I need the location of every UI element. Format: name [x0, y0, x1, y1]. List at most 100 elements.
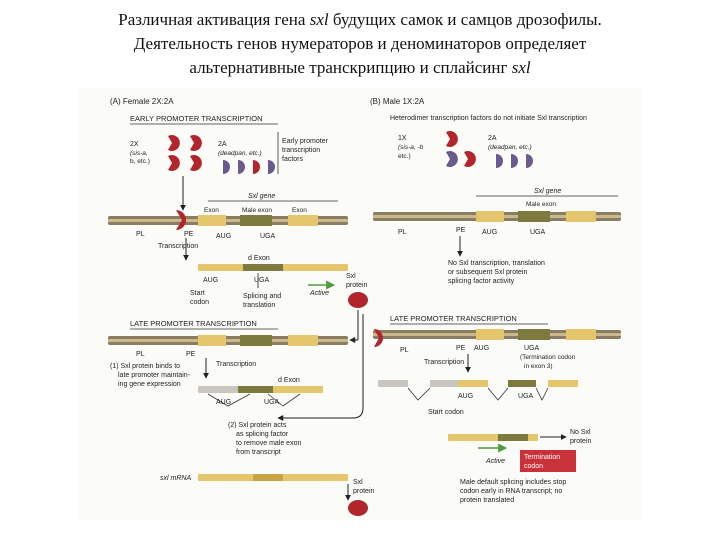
- panel-a-2a-genes: (deadpan, etc.): [218, 150, 262, 157]
- panel-b-late-dna: [373, 329, 621, 347]
- panel-a-label-2x: 2X: [130, 141, 139, 148]
- panel-b-mrna: [378, 380, 578, 387]
- termination-codon-box: Termination codon: [520, 450, 576, 472]
- panel-b-pl-2: PL: [400, 347, 409, 354]
- panel-b-final-mrna: [448, 434, 538, 441]
- transcription-label-2: Transcription: [216, 361, 256, 368]
- title-line-2: Деятельность генов нумераторов и деномин…: [133, 34, 587, 53]
- pl-label-2: PL: [136, 351, 145, 358]
- step1-line-3: ing gene expression: [118, 381, 181, 388]
- active-label: Active: [309, 290, 329, 297]
- step2-line-2: as splicing factor: [236, 431, 289, 438]
- polymerase-icon: [176, 210, 186, 230]
- panel-b-dna-strand: [373, 211, 621, 222]
- sxl-protein-label-1: Sxl: [346, 273, 356, 280]
- uga-label-3: UGA: [264, 399, 280, 406]
- start-codon-1: Start: [190, 290, 205, 297]
- panel-b-1x-genes-2: etc.): [398, 153, 411, 160]
- panel-b-active: Active: [485, 458, 505, 465]
- panel-b-pe: PE: [456, 227, 466, 234]
- sxl-protein-icon-2: [348, 500, 368, 516]
- panel-b-1x-genes: (sis-a, -b: [398, 144, 424, 151]
- panel-b-start-codon: Start codon: [428, 409, 464, 416]
- panel-a-dna-strand: [108, 210, 348, 230]
- termination-note-1: (Termination codon: [520, 354, 576, 361]
- panel-a-female: (A) Female 2X:2A EARLY PROMOTER TRANSCRI…: [108, 97, 375, 516]
- exon-label-right: Exon: [292, 207, 307, 214]
- step1-line-2: late promoter maintain-: [118, 372, 191, 379]
- panel-b-pe-2: PE: [456, 345, 466, 352]
- pe-label-2: PE: [186, 351, 196, 358]
- factors-label-3: factors: [282, 156, 304, 163]
- panel-a-late-dna: [108, 335, 348, 346]
- pl-label: PL: [136, 231, 145, 238]
- panel-b-sxl-gene: Sxl gene: [534, 188, 561, 195]
- panel-a-late-mrna: [198, 386, 323, 393]
- no-sxl-line-2: or subsequent Sxl protein: [448, 269, 527, 276]
- svg-text:Termination: Termination: [524, 454, 560, 461]
- step2-line-3: to remove male exon: [236, 440, 301, 447]
- svg-text:codon: codon: [524, 463, 543, 470]
- aug-label-3: AUG: [216, 399, 231, 406]
- panel-b-male-exon: Male exon: [526, 201, 556, 208]
- sxl-activation-figure: (A) Female 2X:2A EARLY PROMOTER TRANSCRI…: [78, 88, 641, 520]
- d-exon-label: d Exon: [248, 255, 270, 262]
- panel-a-final-mrna: [198, 474, 348, 481]
- aug-label-2: AUG: [203, 277, 218, 284]
- panel-a-late-heading: LATE PROMOTER TRANSCRIPTION: [130, 319, 257, 328]
- uga-label: UGA: [260, 233, 276, 240]
- factors-label-2: transcription: [282, 147, 320, 154]
- male-default-line-1: Male default splicing includes stop: [460, 479, 566, 486]
- slide-title: Различная активация гена sxl будущих сам…: [0, 8, 720, 80]
- panel-b-uga: UGA: [530, 229, 546, 236]
- panel-b-header: (B) Male 1X:2A: [370, 97, 425, 106]
- panel-b-label-2a: 2A: [488, 135, 497, 142]
- panel-b-male: (B) Male 1X:2A Heterodimer transcription…: [370, 97, 621, 504]
- pe-label: PE: [184, 231, 194, 238]
- 1x-protein-icons: [446, 131, 476, 167]
- panel-a-label-2a: 2A: [218, 141, 227, 148]
- panel-a-sxl-gene: Sxl gene: [248, 193, 275, 200]
- panel-b-uga-3: UGA: [518, 393, 534, 400]
- panel-b-aug-2: AUG: [474, 345, 489, 352]
- d-exon-label-2: d Exon: [278, 377, 300, 384]
- transcription-label: Transcription: [158, 243, 198, 250]
- 2x-protein-icons: [168, 135, 202, 171]
- step2-line-1: (2) Sxl protein acts: [228, 422, 287, 429]
- male-default-line-2: codon early in RNA transcript; no: [460, 488, 562, 495]
- panel-a-early-heading: EARLY PROMOTER TRANSCRIPTION: [130, 114, 263, 123]
- panel-a-header: (A) Female 2X:2A: [110, 97, 174, 106]
- splicing-label-2: translation: [243, 302, 275, 309]
- sxl-protein-label-2: protein: [346, 282, 368, 289]
- title-line-1: Различная активация гена sxl будущих сам…: [118, 10, 602, 29]
- title-line-3: альтернативные транскрипцию и сплайсинг …: [189, 58, 531, 77]
- male-exon-label: Male exon: [242, 207, 272, 214]
- step2-line-4: from transcript: [236, 449, 281, 456]
- panel-a-2x-genes: (sis-a,: [130, 150, 148, 157]
- panel-b-aug-3: AUG: [458, 393, 473, 400]
- panel-b-2a-protein-icons: [496, 154, 533, 168]
- panel-b-2a-genes: (deadpan, etc.): [488, 144, 532, 151]
- panel-a-mrna: [198, 264, 348, 271]
- sxl-protein-2-label-1: Sxl: [353, 479, 363, 486]
- uga-label-2: UGA: [254, 277, 270, 284]
- sxl-protein-2-label-2: protein: [353, 488, 375, 495]
- panel-b-aug: AUG: [482, 229, 497, 236]
- panel-b-label-1x: 1X: [398, 135, 407, 142]
- panel-a-2x-genes-2: b, etc.): [130, 158, 150, 165]
- sxl-protein-icon: [348, 292, 368, 308]
- male-default-line-3: protein translated: [460, 497, 514, 504]
- panel-b-transcription: Transcription: [424, 359, 464, 366]
- factors-label-1: Early promoter: [282, 138, 329, 145]
- aug-label: AUG: [216, 233, 231, 240]
- panel-b-heterodimer: Heterodimer transcription factors do not…: [390, 115, 587, 122]
- start-codon-2: codon: [190, 299, 209, 306]
- panel-b-uga-2: UGA: [524, 345, 540, 352]
- exon-label-left: Exon: [204, 207, 219, 214]
- sxl-mrna-label: sxl mRNA: [160, 475, 191, 482]
- no-sxl-line-3: splicing factor activity: [448, 278, 515, 285]
- 2a-protein-icons: [223, 160, 275, 174]
- no-sxl-line-1: No Sxl transcription, translation: [448, 260, 545, 267]
- panel-b-late-heading: LATE PROMOTER TRANSCRIPTION: [390, 314, 517, 323]
- termination-note-2: in exon 3): [524, 363, 553, 370]
